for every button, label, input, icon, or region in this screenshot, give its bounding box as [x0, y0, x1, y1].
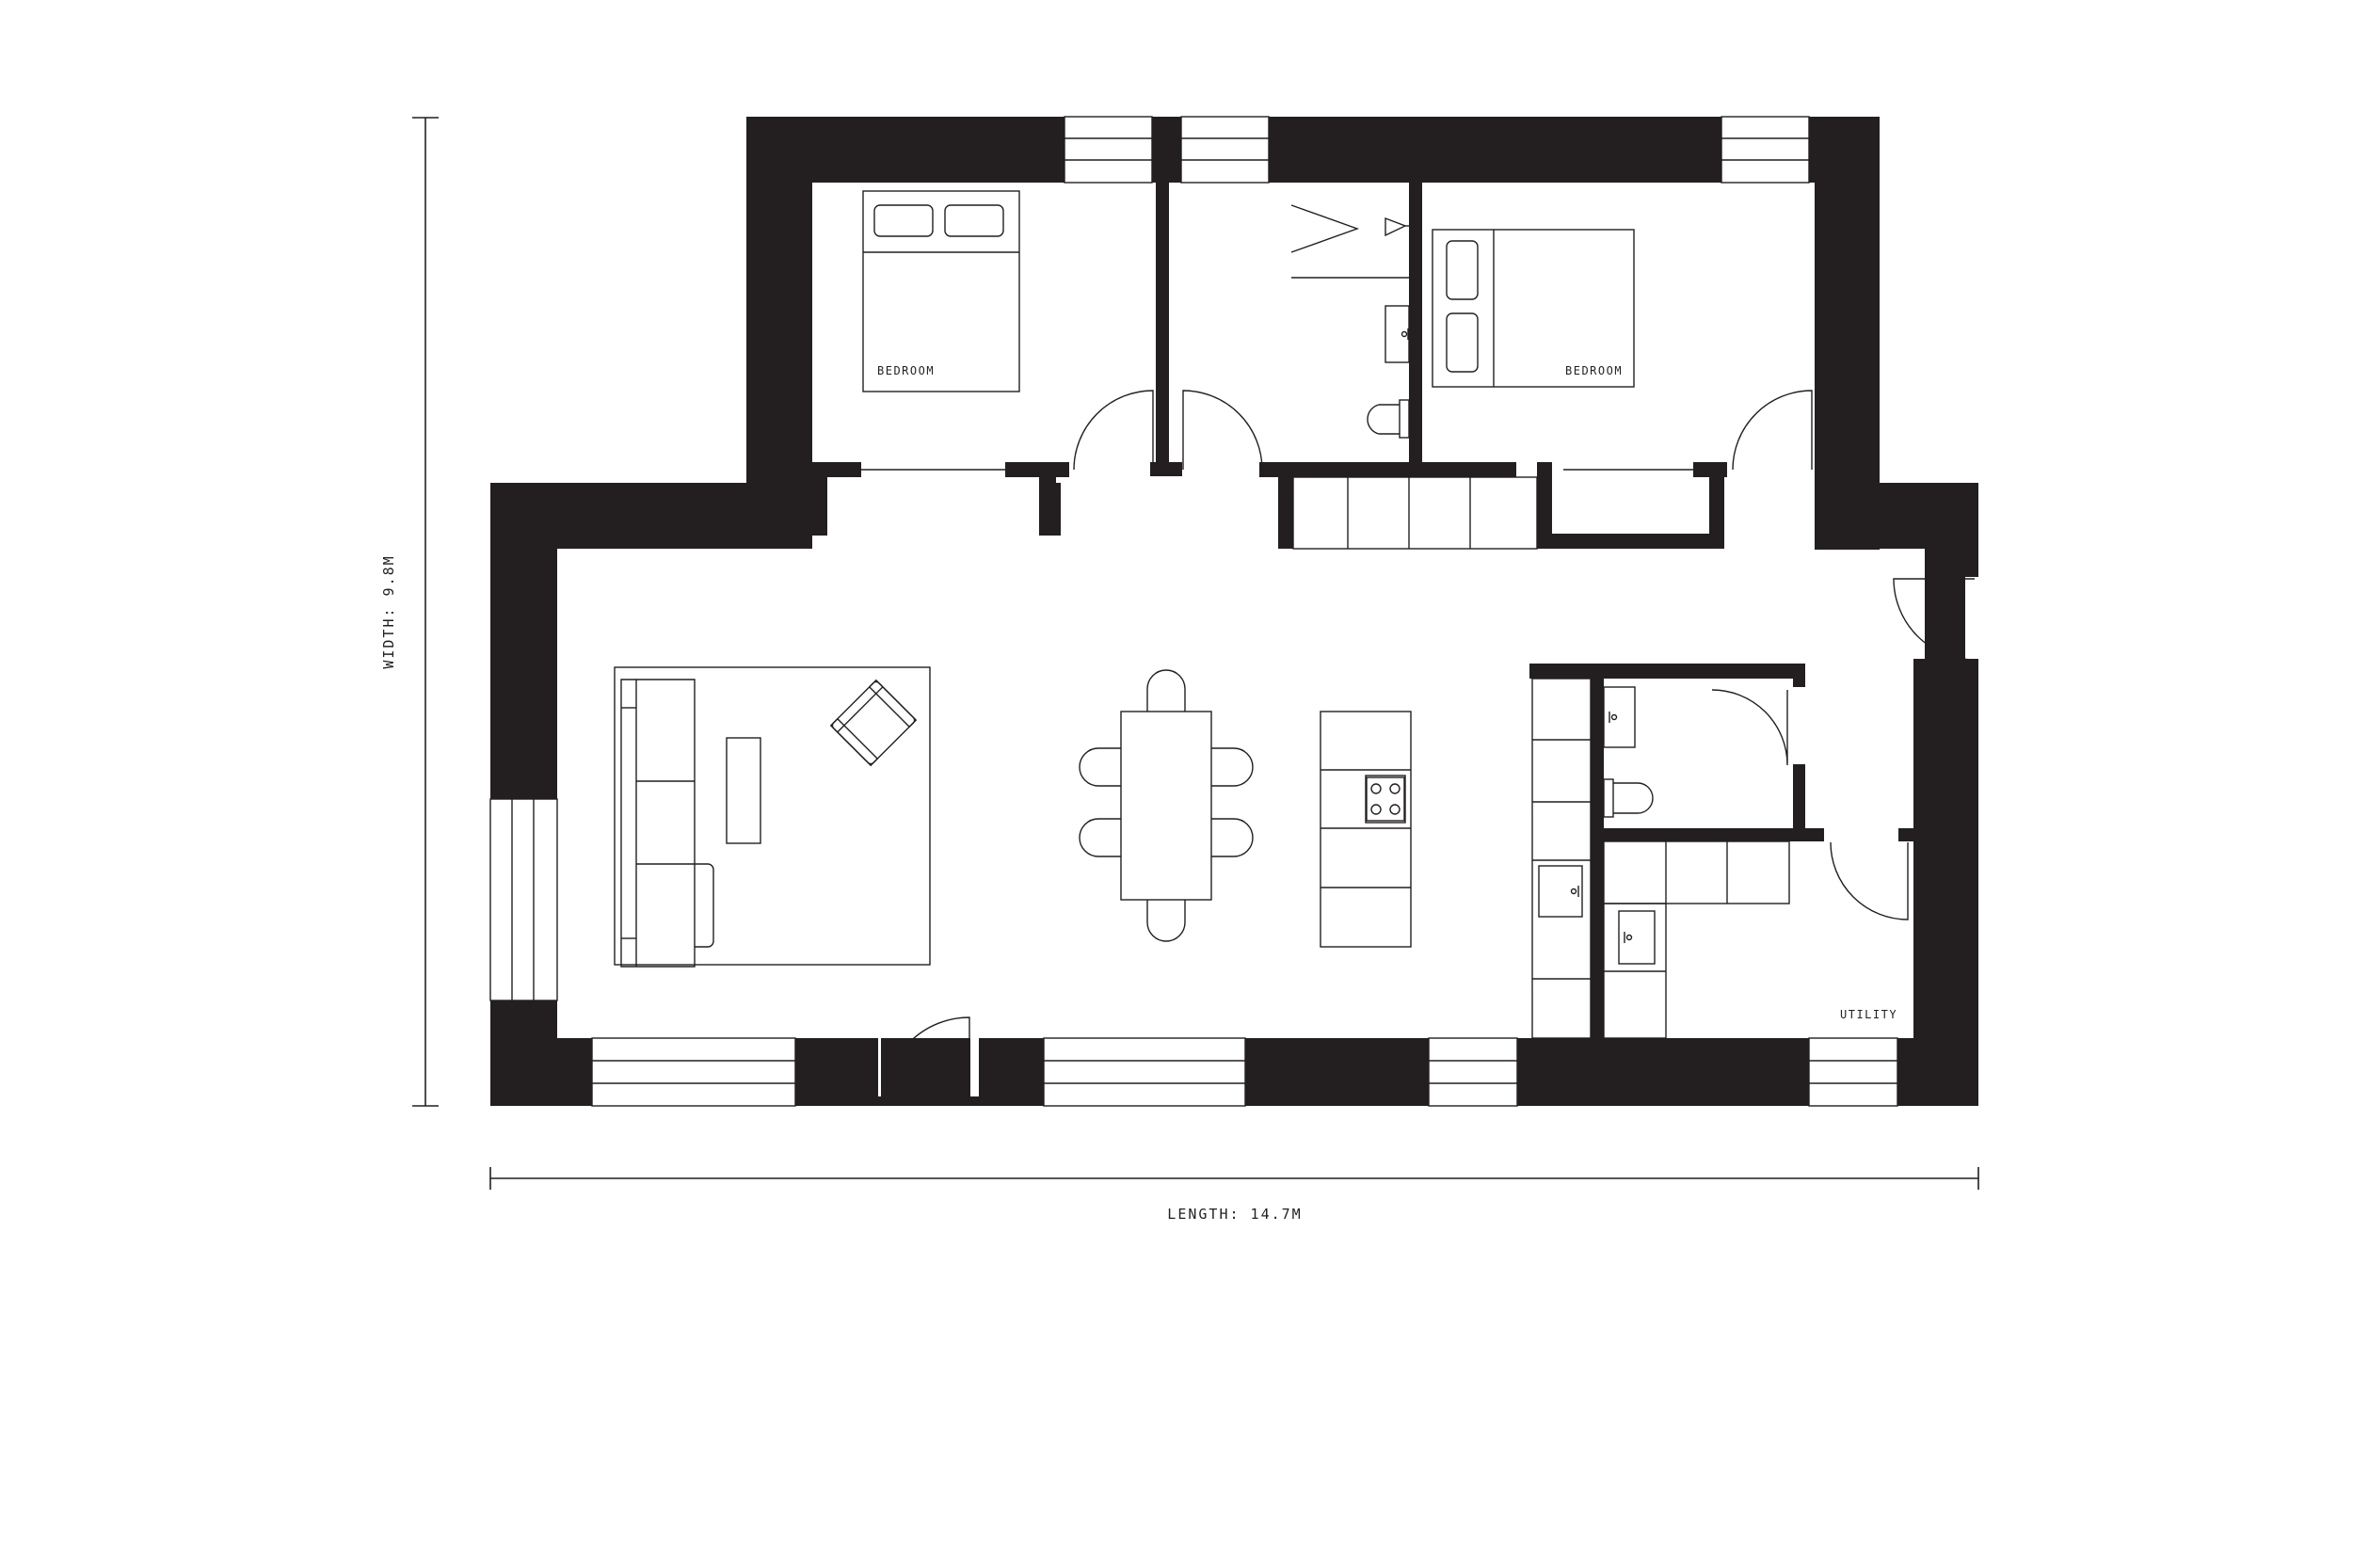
hob-icon	[1366, 776, 1405, 822]
bath-toilet	[1367, 399, 1410, 439]
armchair	[829, 679, 918, 767]
length-dimension: LENGTH: 14.7M	[489, 1167, 1979, 1223]
bed-right	[1432, 229, 1635, 388]
bedroom-left-label: BEDROOM	[877, 364, 935, 377]
utility-label: UTILITY	[1840, 1008, 1897, 1021]
wall-right-shoulder	[1815, 483, 1978, 549]
windows	[489, 116, 1898, 1107]
partition-wc-top	[1529, 664, 1805, 679]
wall-upper-right	[1815, 117, 1880, 550]
doors	[884, 390, 1976, 1103]
length-label: LENGTH: 14.7M	[1167, 1206, 1302, 1223]
shower	[1290, 204, 1409, 279]
kitchen-island	[1320, 711, 1412, 948]
partition-wc-bottom	[1591, 828, 1824, 841]
wall-left-shoulder	[490, 483, 812, 549]
partition-bed-bath	[1156, 183, 1169, 465]
wall-upper-left	[746, 117, 812, 493]
wall-right-lower	[1913, 659, 1978, 1106]
coffee-table	[726, 737, 761, 844]
exterior-walls	[490, 117, 1978, 1106]
bed-left	[862, 190, 1020, 392]
partition-bath-bed	[1409, 183, 1422, 465]
width-dimension: WIDTH: 9.8M	[380, 117, 439, 1107]
width-label: WIDTH: 9.8M	[380, 554, 397, 668]
closets	[827, 469, 1709, 550]
wall-top	[746, 117, 1880, 183]
bedroom-right-label: BEDROOM	[1565, 364, 1623, 377]
dining-table	[1120, 711, 1212, 901]
wc-toilet	[1603, 778, 1654, 818]
wc-sink	[1603, 686, 1636, 748]
wall-right-jamb-top	[1965, 483, 1978, 577]
bath-sink	[1385, 305, 1410, 363]
utility-cabinets	[1603, 840, 1790, 1039]
wall-left	[490, 483, 557, 1106]
sofa	[620, 679, 714, 968]
dining-chairs	[1079, 669, 1254, 942]
kitchen-counter	[1531, 678, 1592, 1039]
rug	[614, 666, 931, 966]
partition-utility	[1591, 678, 1604, 1038]
